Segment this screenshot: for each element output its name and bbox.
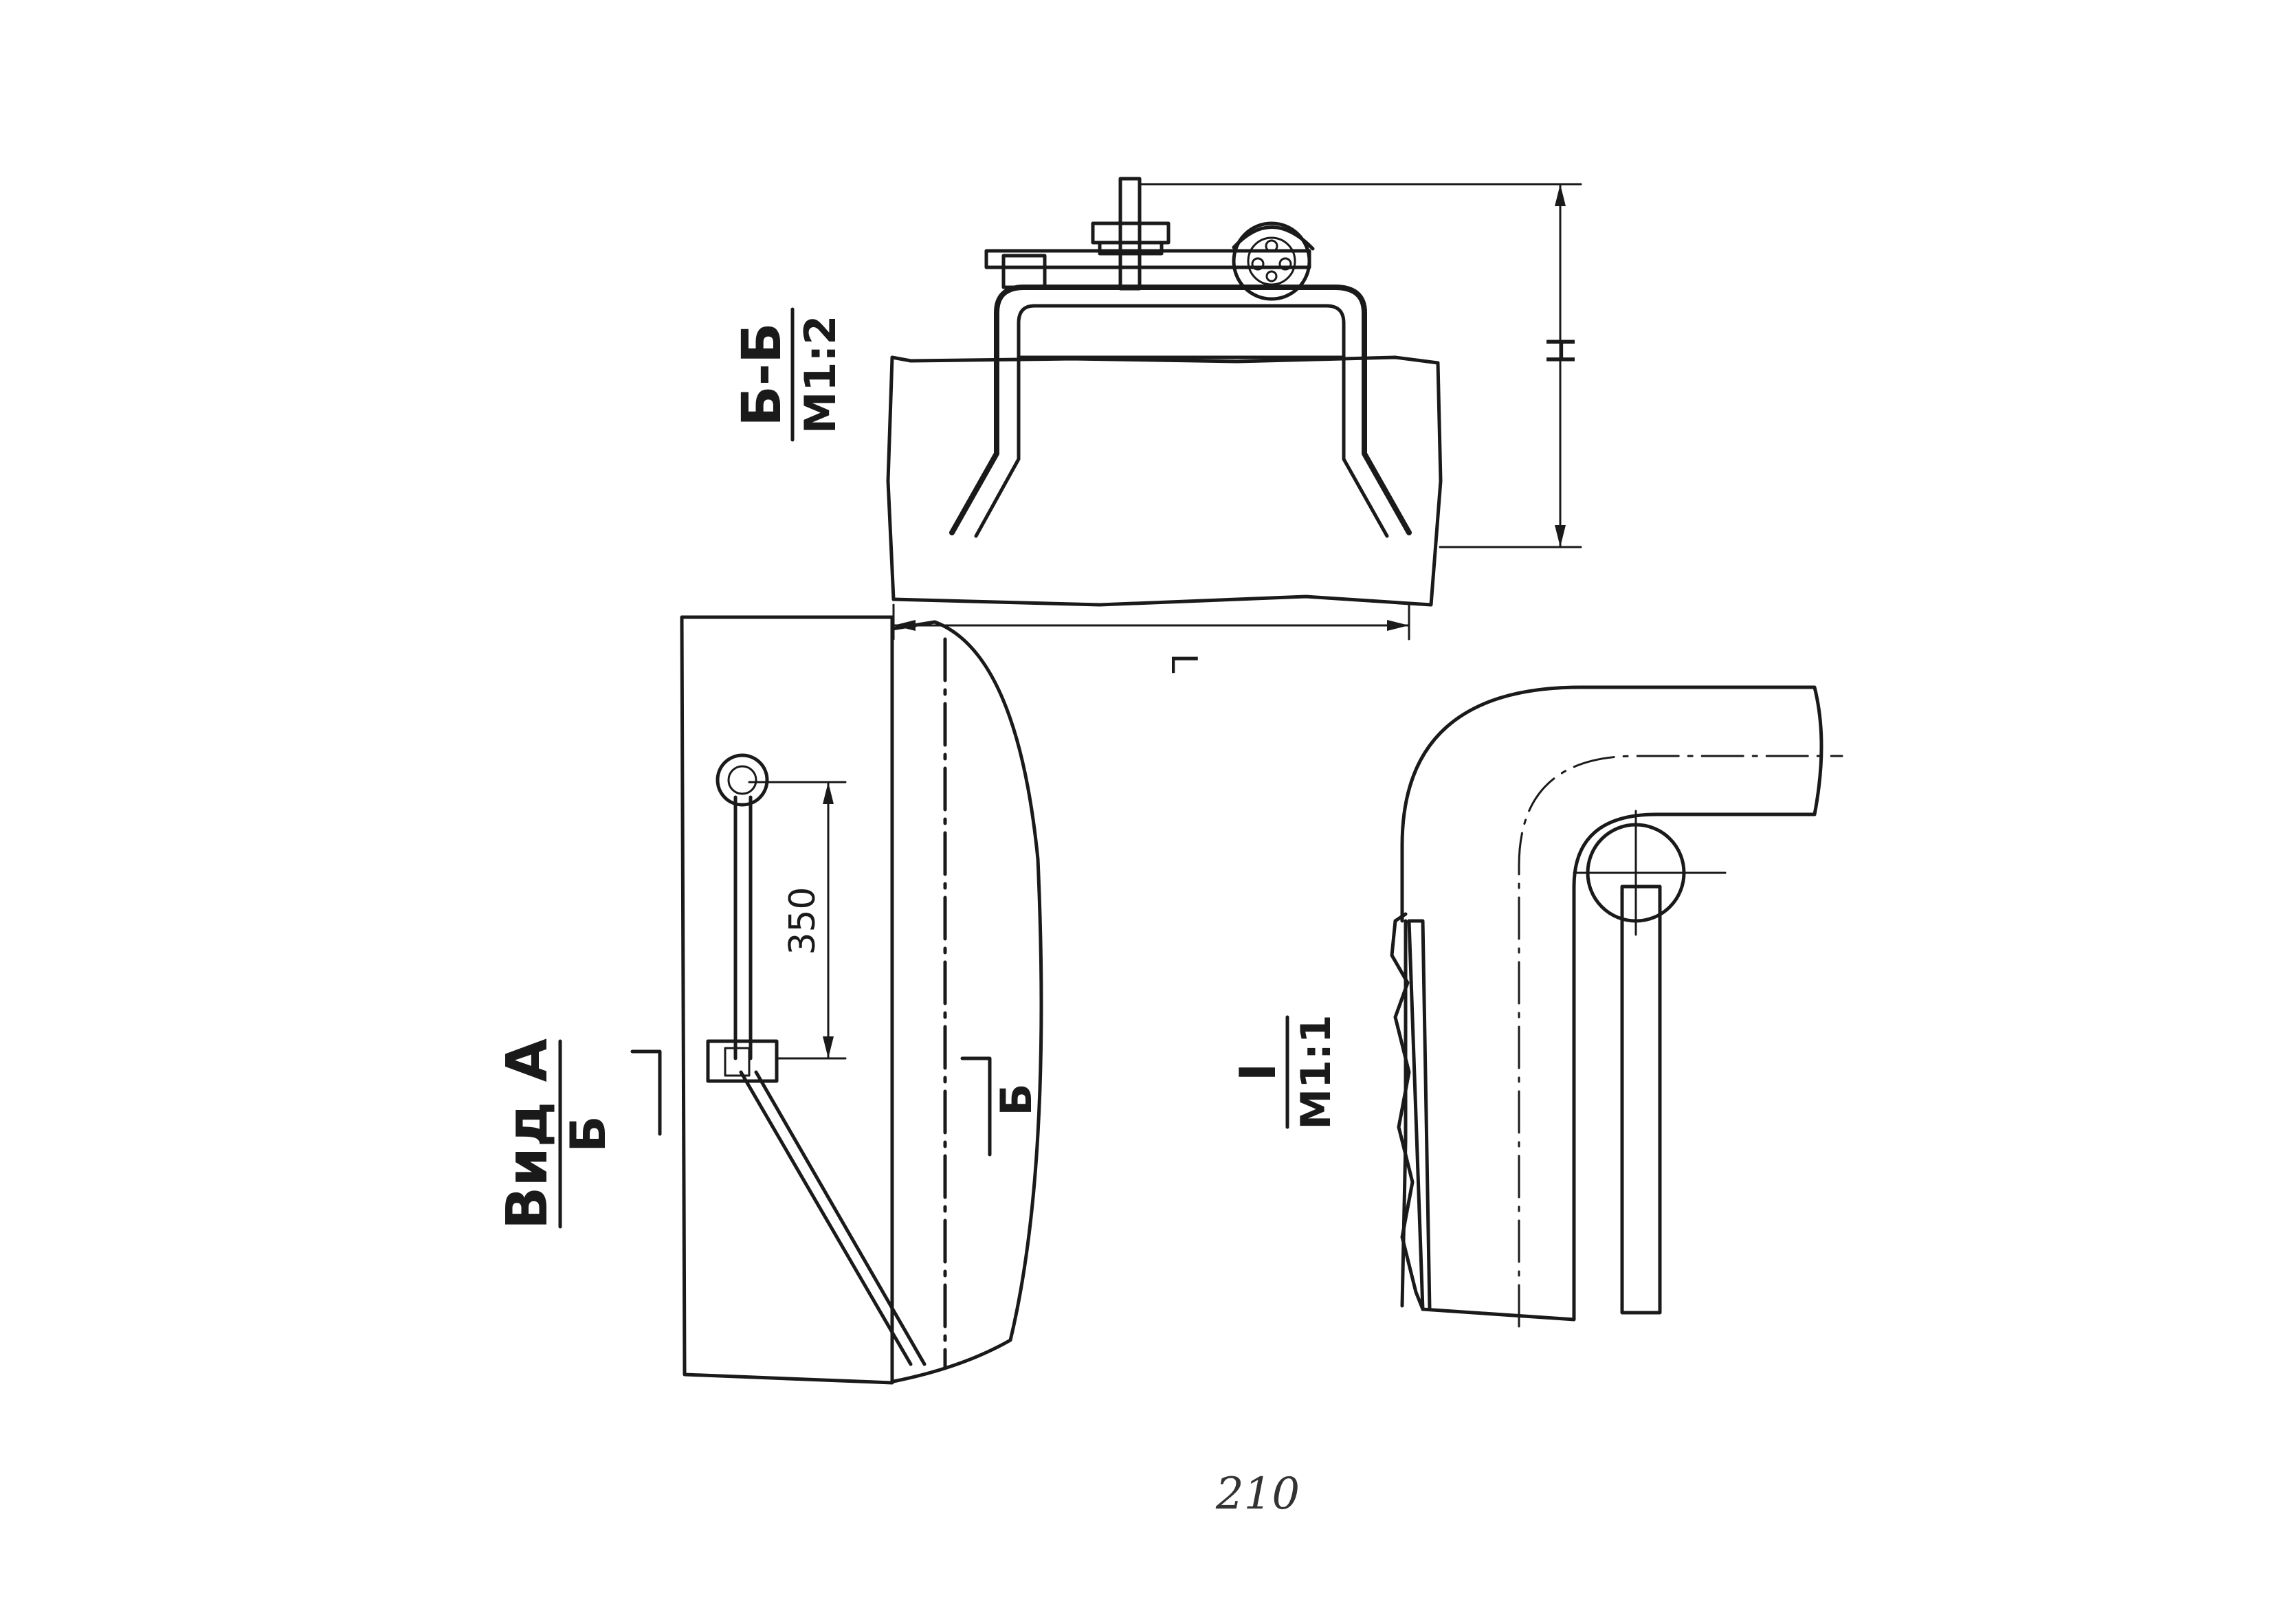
svg-text:I: I	[1229, 1063, 1287, 1082]
svg-text:Б: Б	[560, 1115, 617, 1152]
dimension-l-label: L	[1163, 654, 1204, 674]
bolt	[1118, 177, 1142, 291]
dimension-h: H	[1140, 183, 1582, 548]
svg-text:М1:2: М1:2	[795, 315, 845, 434]
svg-text:Б-Б: Б-Б	[731, 322, 793, 426]
page-number: 210	[1215, 1469, 1300, 1520]
svg-text:Б: Б	[991, 1083, 1041, 1115]
dimension-h-label: H	[1537, 336, 1582, 365]
rod-assembly	[706, 753, 927, 1366]
svg-text:Вид А: Вид А	[495, 1038, 560, 1230]
dimension-350-label: 350	[782, 887, 823, 955]
section-bb-label: Б-Б М1:2	[731, 307, 845, 442]
svg-text:М1:1: М1:1	[1292, 1014, 1340, 1129]
dimension-350: 350	[748, 781, 847, 1060]
hatched-strip	[1620, 885, 1662, 1315]
hinge-wheel	[1232, 221, 1315, 301]
section-bb: H L Б-Б М1:2	[731, 177, 1582, 674]
view-a-label: Вид А Б	[495, 1038, 617, 1230]
section-i: I М1:1	[1229, 685, 1843, 1328]
bent-rod-outline	[1400, 685, 1823, 1322]
section-i-label: I М1:1	[1229, 1014, 1340, 1129]
view-a: 350 Б Вид А Б	[495, 615, 1043, 1385]
view-a-outline	[680, 615, 894, 1385]
cut-mark-left: Б	[630, 1049, 1041, 1157]
dimension-l: L	[892, 603, 1410, 674]
channel-bracket	[949, 285, 1412, 535]
